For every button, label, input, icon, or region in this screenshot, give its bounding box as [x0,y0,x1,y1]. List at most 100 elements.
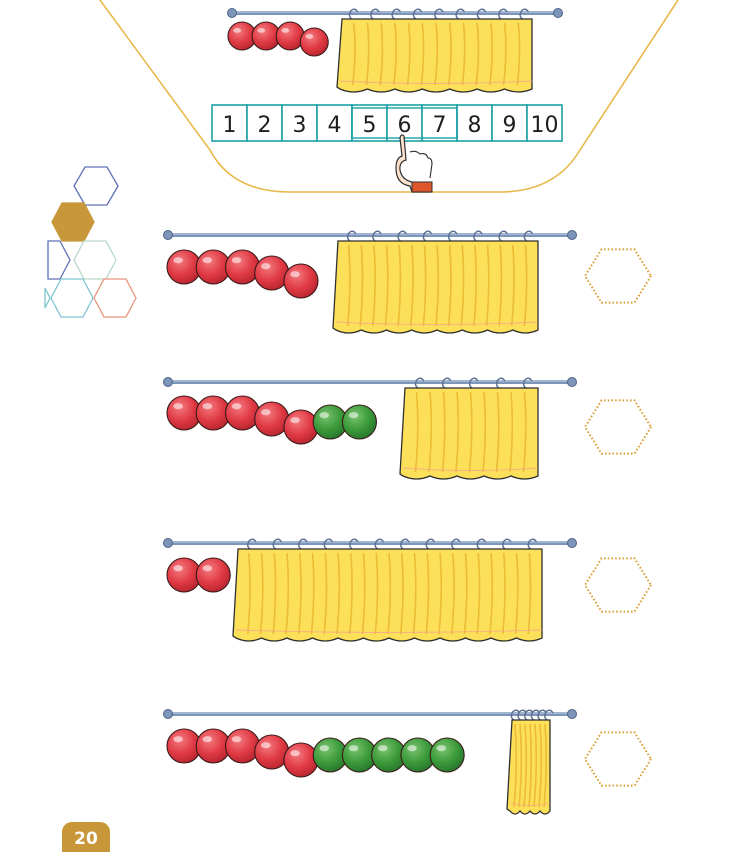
number-box [421,104,458,142]
bead-shine [261,409,271,416]
curtain-hook [473,230,483,242]
curtain-hook [370,8,380,20]
curtain-fold [428,391,433,473]
curtain-fold [447,22,452,86]
curtain-hem [509,802,551,806]
curtain-hook [372,230,382,242]
curtain-fold [489,22,493,86]
curtain-hook [498,8,508,20]
number-label: 8 [468,113,482,138]
curtain-fold [297,552,302,635]
number-box [281,104,318,142]
rod-end-left [163,709,173,719]
curtain-fold [468,391,473,473]
bead-shine [281,27,290,33]
curtain-fold [522,391,527,473]
curtain-hook [323,538,334,550]
bead-shine [233,27,242,33]
curtain-hook [468,377,479,389]
exercise-1 [163,230,653,334]
curtain-fold [323,552,328,635]
curtain-fold [460,244,465,327]
curtain-fold [509,391,514,473]
bead-shine [305,33,314,39]
curtain-hook [502,538,512,550]
rod-end-left [227,8,237,18]
curtain-fold [523,244,528,327]
curtain-fold [399,552,404,635]
bead-shine [173,565,183,572]
curtain [399,387,539,480]
curtain-hook [527,538,538,550]
curtain-hem [339,80,533,84]
curtain-fold [361,552,366,635]
curtain [336,18,533,93]
rod-end-right [567,377,577,387]
curtain-hook [476,8,487,20]
curtain-fold [476,552,481,635]
curtain-hem [402,467,539,471]
curtain-fold [412,552,417,635]
bead-shine [290,417,300,424]
curtain-fold [510,244,515,327]
rod-end-left [163,377,173,387]
curtain-hook [247,538,257,550]
curtain-hook [346,230,357,242]
bead-shine [290,750,300,757]
curtain-hook [455,8,466,20]
curtain-fold [372,244,376,327]
curtain-fold [359,244,364,327]
bead-shine [407,745,417,752]
rod-end-right [567,709,577,719]
number-box [526,104,563,142]
curtain-hook [374,538,385,550]
bead-shine [261,263,271,270]
curtain-fold [502,22,507,86]
bead-shine [173,257,183,264]
rod-end-left [163,538,173,548]
rod-end-left [163,230,173,240]
curtain-fold [348,552,353,635]
curtain-fold [272,552,277,635]
curtain-hook [414,377,425,389]
curtain-hook [391,8,402,20]
curtain-fold [495,391,500,473]
curtain-hem [235,629,543,633]
bead-shine [377,745,388,752]
curtain-fold [543,723,548,808]
curtain-fold [485,244,490,327]
curtain-fold [538,723,543,808]
curtain-hook [441,377,452,389]
bead-shine [319,745,330,752]
curtain-fold [527,552,532,635]
curtain-hook [495,377,506,389]
curtain-fold [365,22,370,86]
bead-shine [202,403,213,410]
number-label: 10 [531,113,559,138]
curtain-fold [518,723,523,808]
curtain [506,719,551,815]
answer-hexagon[interactable] [583,399,653,455]
rod-end-right [567,230,577,240]
curtain-fold [384,244,389,327]
curtain-fold [422,244,427,327]
curtain-fold [420,22,425,86]
curtain-fold [438,552,443,635]
answer-hexagon[interactable] [583,248,653,304]
curtain-fold [489,552,494,635]
number-box [351,104,388,142]
curtain-hook [349,538,359,550]
answer-hexagon[interactable] [583,731,653,787]
curtain-hook [412,8,423,20]
exercise-3 [163,538,653,642]
curtain-fold [379,22,384,86]
curtain-fold [435,244,440,327]
curtain-fold [387,552,392,635]
example-frame [99,0,679,193]
curtain-hook [523,230,534,242]
number-label: 9 [503,113,517,138]
curtain-fold [374,552,379,635]
curtain-fold [434,22,439,86]
curtain-fold [447,244,452,327]
answer-hexagon[interactable] [583,557,653,613]
